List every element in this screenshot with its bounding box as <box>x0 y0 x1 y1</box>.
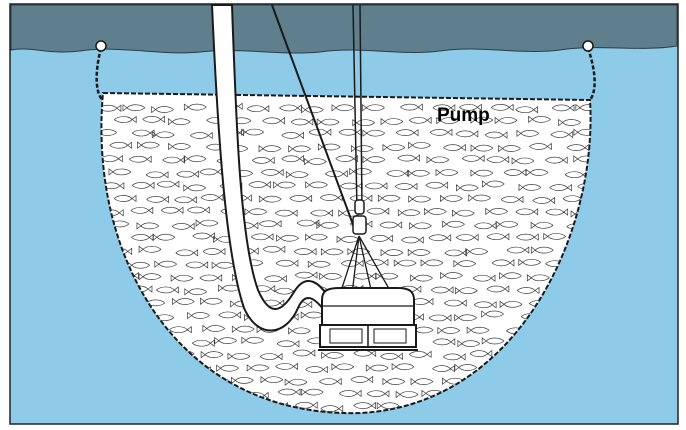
float-buoy-right <box>583 41 593 51</box>
pump-intake-right <box>374 329 406 343</box>
pump-intake-left <box>330 329 362 343</box>
pump-shackle <box>355 200 364 214</box>
float-buoy-left <box>96 41 106 51</box>
pump-label: Pump <box>437 106 490 125</box>
pump-hook <box>353 216 366 234</box>
sea-surface <box>11 5 677 53</box>
